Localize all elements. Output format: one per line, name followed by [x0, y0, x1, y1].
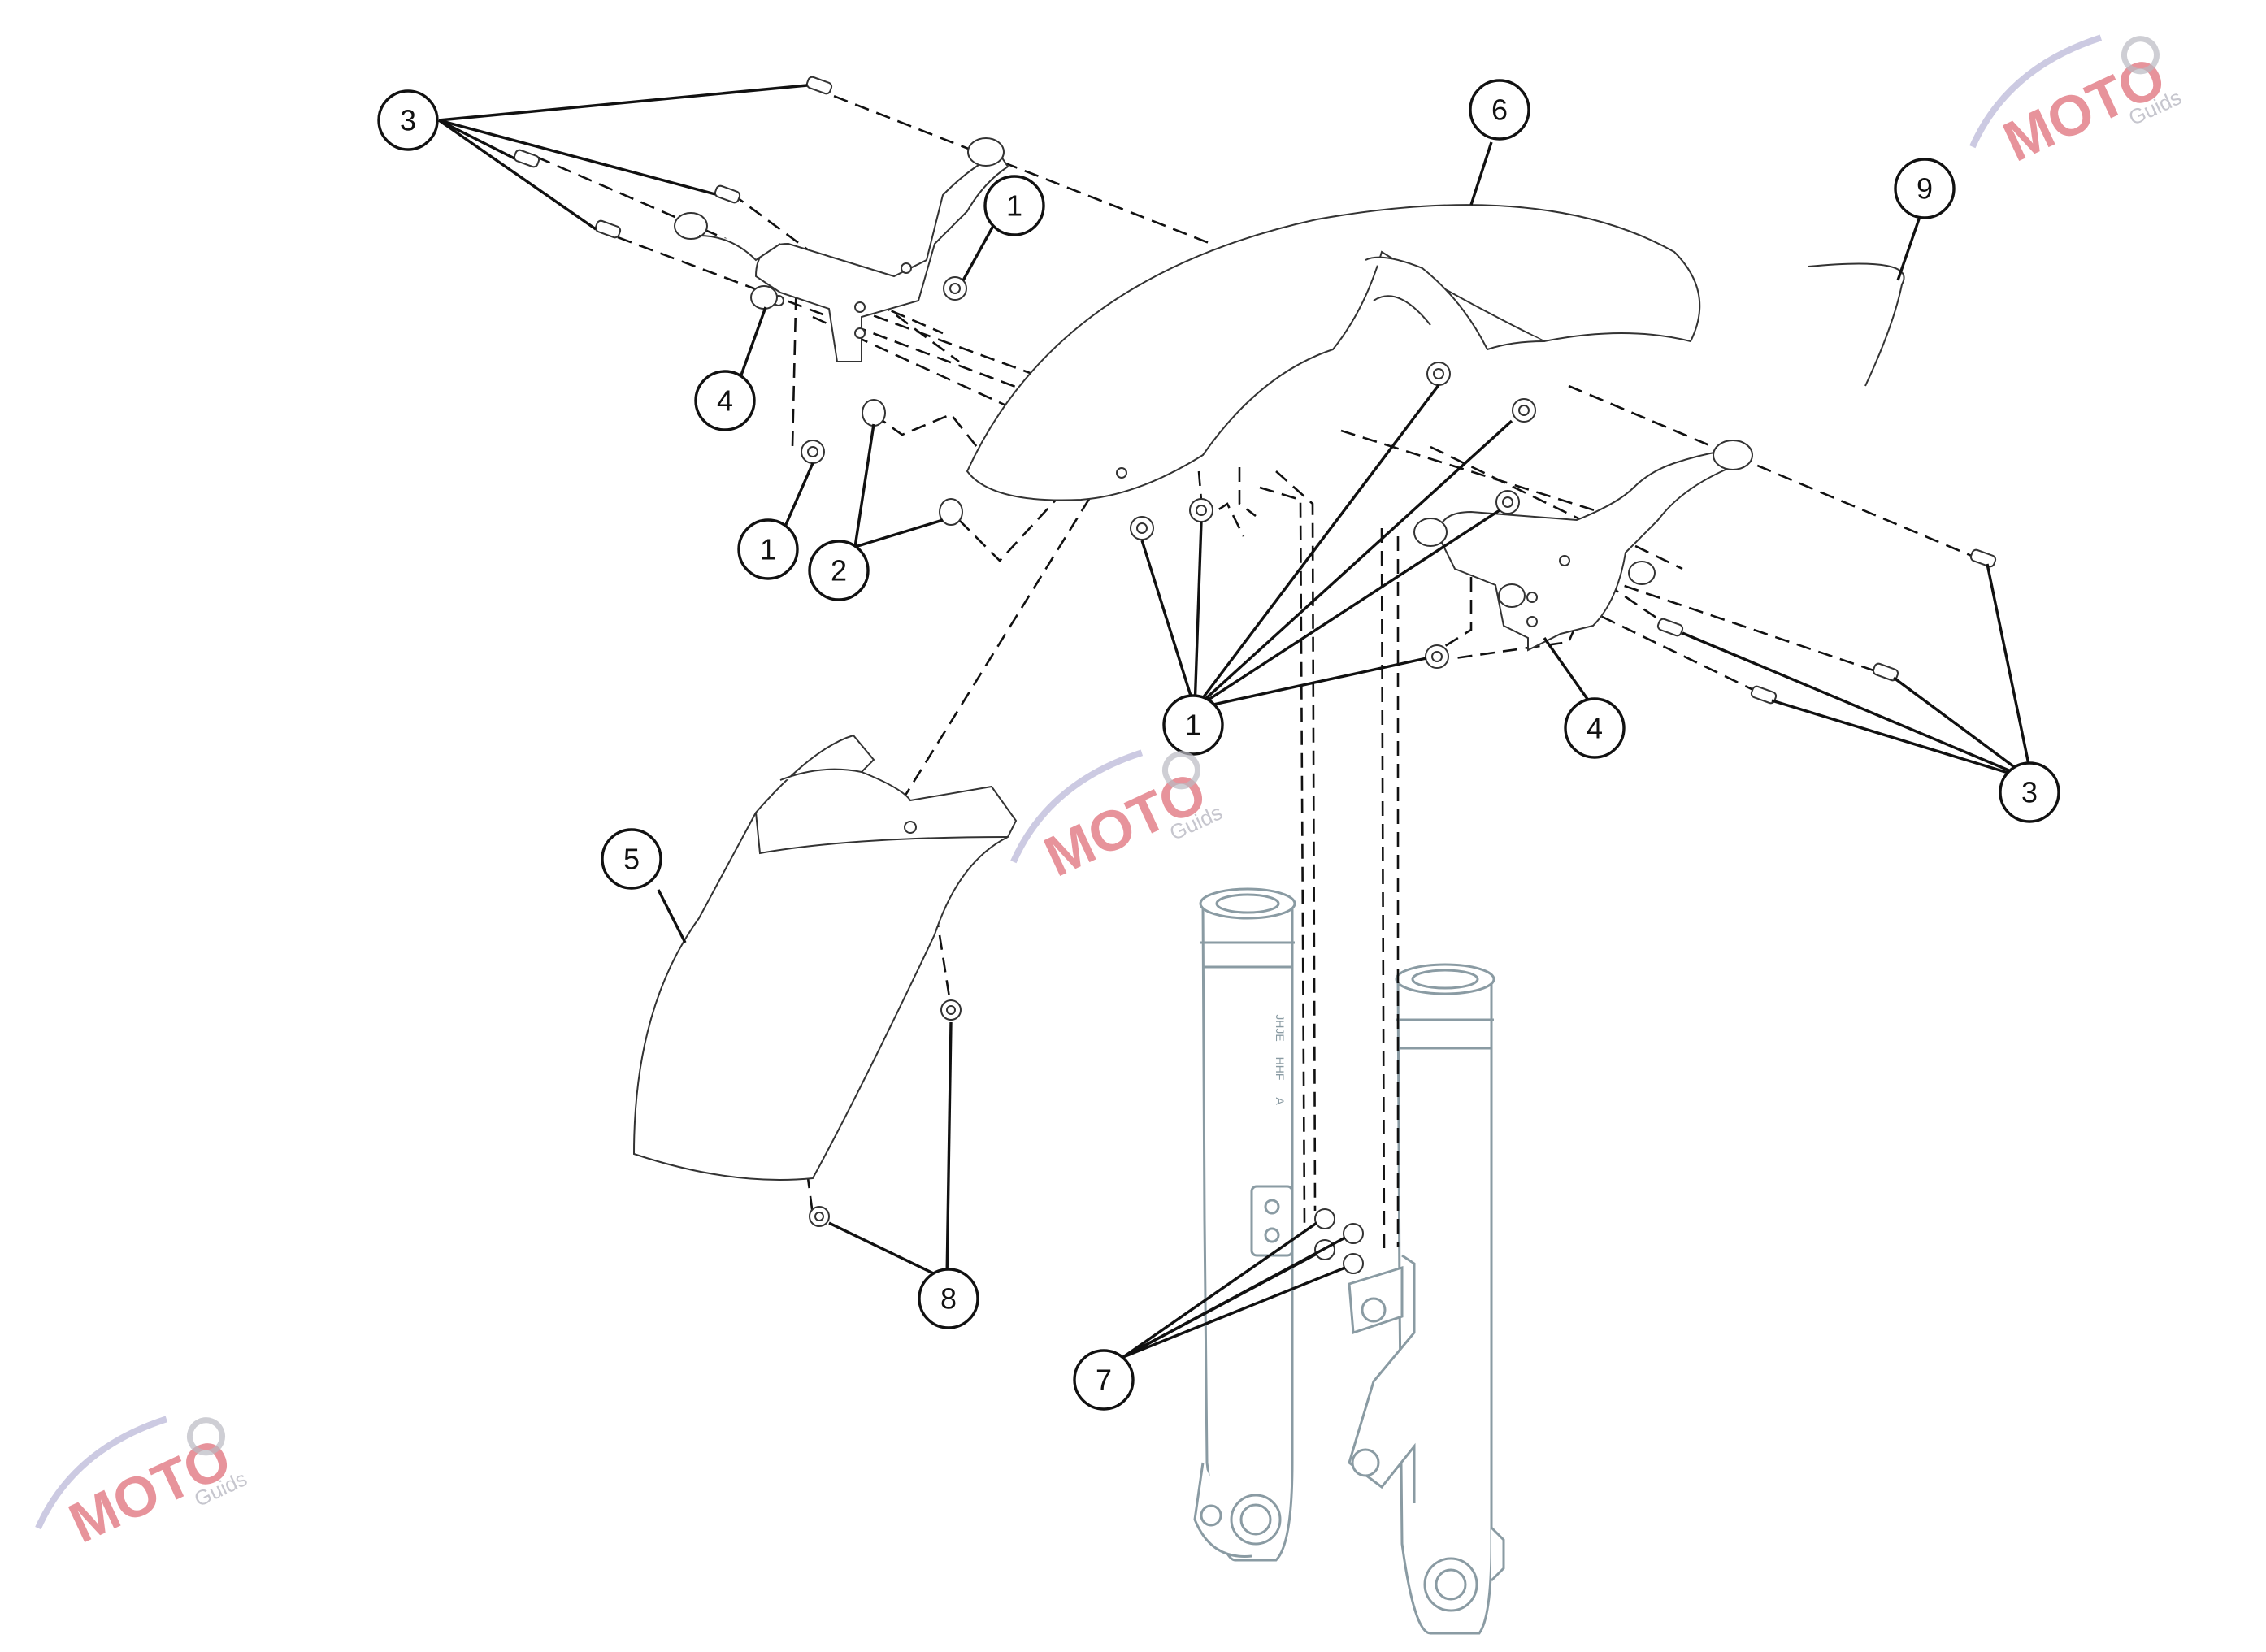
callout-4-left: 4: [694, 370, 756, 431]
fork-marking-2: HHF: [1274, 1057, 1287, 1081]
nut-icon-2: [801, 440, 825, 464]
callout-4-right: 4: [1564, 697, 1626, 759]
callout-9: 9: [1894, 158, 1956, 219]
callout-1-top-label: 1: [1006, 189, 1022, 223]
callout-3-right: 3: [1999, 761, 2060, 823]
front-fender: [966, 204, 1701, 501]
nut-icon-14: [809, 1206, 830, 1227]
watermark-bottom-left: MOTO Guids: [35, 1416, 250, 1555]
fork-leg-left: [1193, 887, 1296, 1562]
trim-strip: [1808, 262, 1905, 387]
callout-3-right-label: 3: [2021, 776, 2038, 809]
nut-icon-8: [1495, 490, 1520, 514]
leader-lines: [438, 84, 2034, 1359]
callout-1-left-label: 1: [760, 533, 776, 566]
callout-2: 2: [808, 540, 870, 601]
callout-4-right-label: 4: [1587, 712, 1603, 745]
bolt-icon-3: [714, 184, 741, 204]
bolt-icon-4: [594, 219, 622, 239]
callout-1-center-label: 1: [1185, 709, 1201, 742]
nut-icon-6: [1189, 498, 1213, 522]
bolt-icon-8: [1656, 618, 1684, 637]
nut-icon-15: [904, 821, 917, 834]
bolt-icon-2: [513, 149, 540, 168]
fork-markings: JHJE HHF A: [1274, 1014, 1287, 1105]
bolt-icon-7: [1750, 685, 1778, 705]
bolt-icon-5: [1969, 548, 1997, 568]
callout-8: 8: [918, 1268, 979, 1329]
callout-2-label: 2: [831, 554, 847, 588]
bracket-right: [1413, 440, 1753, 652]
nut-icon-13: [940, 999, 962, 1021]
watermark-top-right: MOTO Guids: [1969, 34, 2185, 174]
bolt-icon-6: [1872, 662, 1899, 682]
callout-8-label: 8: [940, 1282, 957, 1316]
callout-1-top: 1: [983, 175, 1045, 236]
nut-icon-11: [1343, 1223, 1364, 1244]
callout-5: 5: [601, 828, 662, 890]
nut-icon-1: [943, 276, 967, 301]
bracket-left: [674, 137, 1009, 362]
watermark-center: MOTO Guids: [1010, 749, 1226, 889]
fender-extension: [632, 734, 1018, 1181]
fork-marking-1: JHJE: [1274, 1014, 1287, 1041]
callout-7-label: 7: [1096, 1364, 1112, 1397]
nut-icon-4: [1512, 398, 1536, 423]
nut-icon-9: [1314, 1208, 1335, 1229]
callout-4-left-label: 4: [717, 384, 733, 418]
callout-3-top-left-label: 3: [400, 104, 416, 137]
callout-1-left: 1: [737, 518, 799, 580]
callout-5-label: 5: [623, 843, 640, 876]
nut-icon-5: [1130, 516, 1154, 540]
hardware: [513, 76, 1997, 1274]
callout-6: 6: [1469, 79, 1530, 141]
screw-icon-1: [862, 399, 886, 427]
screw-icon-2: [939, 498, 963, 526]
nut-icon-7: [1425, 644, 1449, 669]
callout-1-center: 1: [1162, 694, 1224, 756]
callout-3-top-left: 3: [377, 89, 439, 151]
nut-icon-3: [1426, 362, 1451, 386]
callout-6-label: 6: [1491, 93, 1508, 127]
bolt-icon-1: [805, 76, 833, 95]
callout-7: 7: [1073, 1349, 1135, 1411]
fork-marking-3: A: [1274, 1097, 1287, 1105]
callout-9-label: 9: [1917, 172, 1933, 206]
nut-icon-12: [1343, 1253, 1364, 1274]
fork-leg-right: [1348, 963, 1505, 1635]
